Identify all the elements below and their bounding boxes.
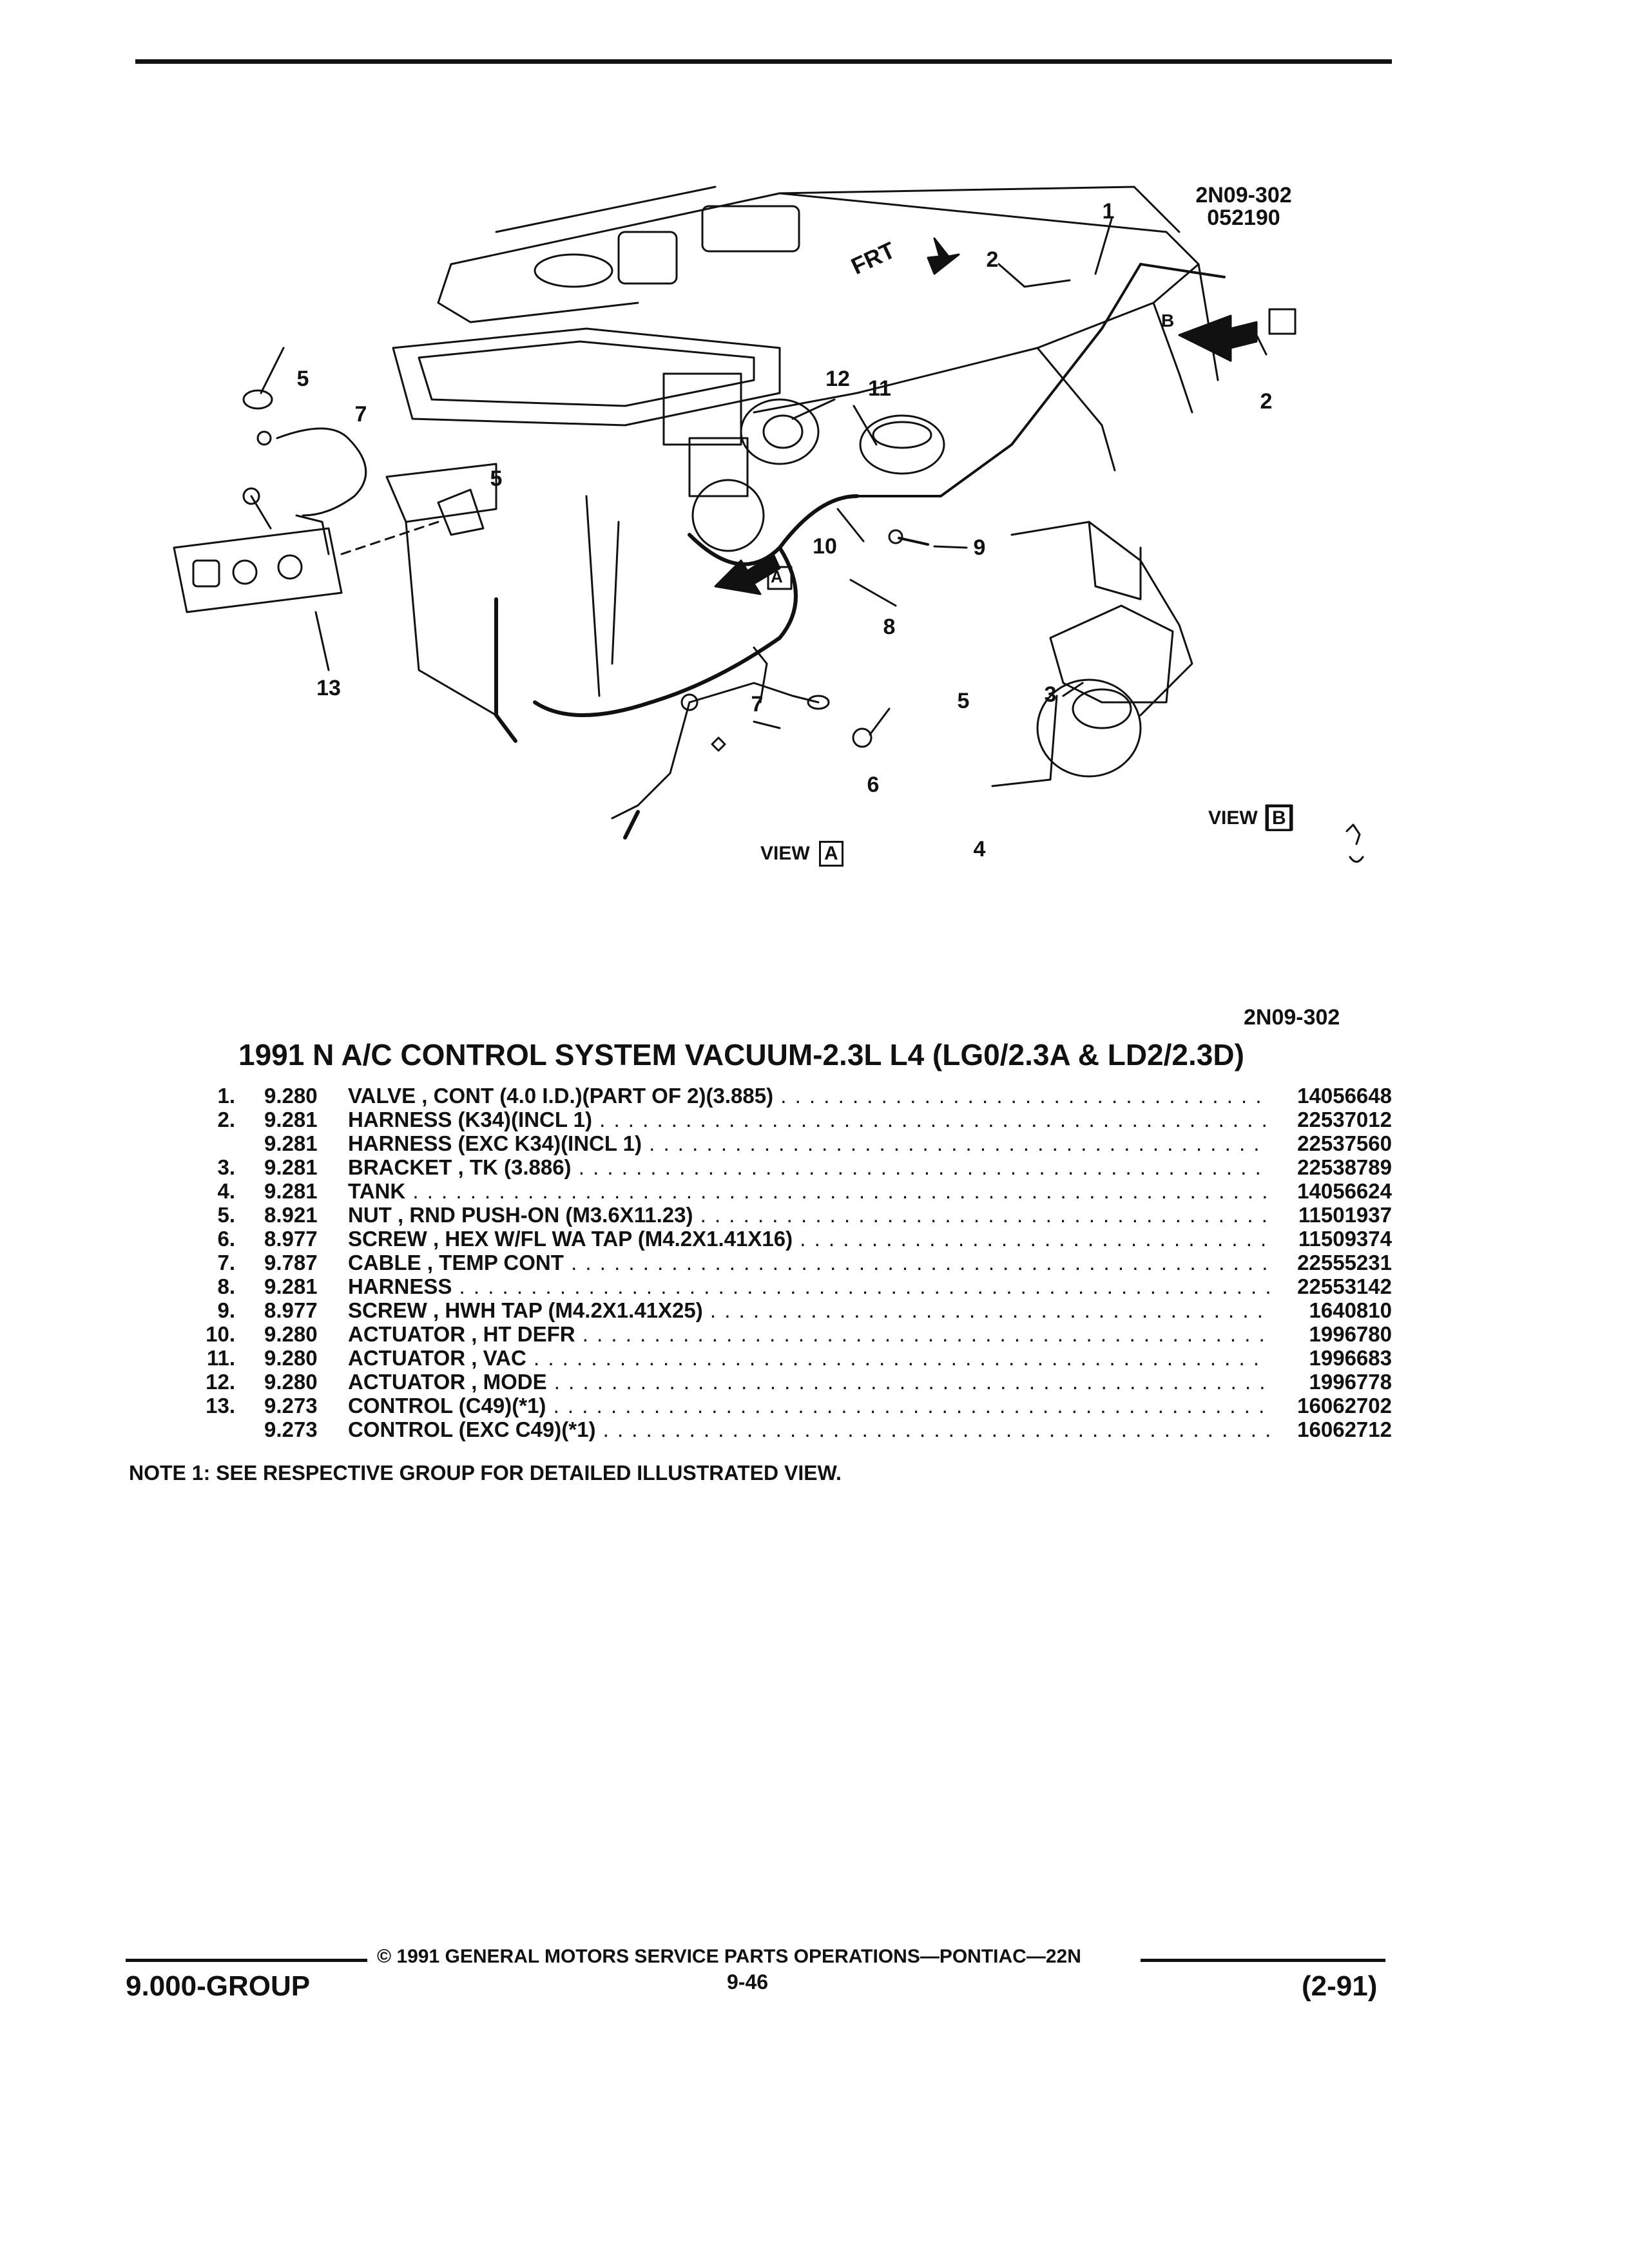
footer-rule-right [1141, 1959, 1385, 1962]
figure-date-code: 052190 [1207, 206, 1280, 230]
parts-row: 8.9.281HARNESS22553142 [174, 1274, 1398, 1298]
view-a-box: A [819, 841, 843, 867]
callout-11: 11 [868, 376, 891, 401]
callout-7-top: 7 [354, 402, 367, 427]
footnote: NOTE 1: SEE RESPECTIVE GROUP FOR DETAILE… [129, 1461, 842, 1485]
callout-4: 4 [973, 837, 986, 861]
callout-5-mid: 5 [490, 466, 503, 491]
callout-1: 1 [1102, 199, 1115, 224]
callout-2-right: 2 [1260, 389, 1273, 414]
exploded-diagram [173, 186, 1364, 863]
top-rule [135, 59, 1392, 64]
view-b-box: B [1267, 805, 1291, 831]
footer-copyright: © 1991 GENERAL MOTORS SERVICE PARTS OPER… [377, 1946, 1081, 1967]
callout-8: 8 [883, 615, 896, 639]
parts-illustration: 2N09-302 052190 FRT 1 2 2 3 4 5 5 5 6 7 … [135, 135, 1392, 1037]
parts-row: 4.9.281TANK14056624 [174, 1179, 1398, 1203]
arrow-a-letter: A [771, 567, 783, 586]
page-number: 9-46 [727, 1970, 769, 1994]
callout-3: 3 [1044, 682, 1057, 707]
page-title: 1991 N A/C CONTROL SYSTEM VACUUM-2.3L L4… [238, 1038, 1244, 1072]
footer-group: 9.000-GROUP [126, 1970, 311, 2002]
footer-date: (2-91) [1302, 1970, 1378, 2002]
figure-code: 2N09-302 [1195, 183, 1292, 207]
callout-12: 12 [825, 367, 850, 391]
callout-5-left: 5 [296, 367, 309, 391]
figure-reference-code: 2N09-302 [1244, 1005, 1340, 1030]
view-a-label: VIEW A [760, 841, 843, 867]
callout-10: 10 [813, 534, 837, 559]
callout-5-viewa: 5 [957, 689, 970, 713]
arrow-b-letter: B [1161, 311, 1175, 331]
callout-6: 6 [867, 773, 880, 797]
callout-7-viewa: 7 [751, 692, 764, 716]
footer-rule-left [126, 1959, 367, 1962]
callout-2-top: 2 [986, 247, 999, 272]
view-b-label: VIEW B [1208, 805, 1291, 831]
callout-9: 9 [973, 535, 986, 560]
callout-13: 13 [316, 676, 341, 700]
